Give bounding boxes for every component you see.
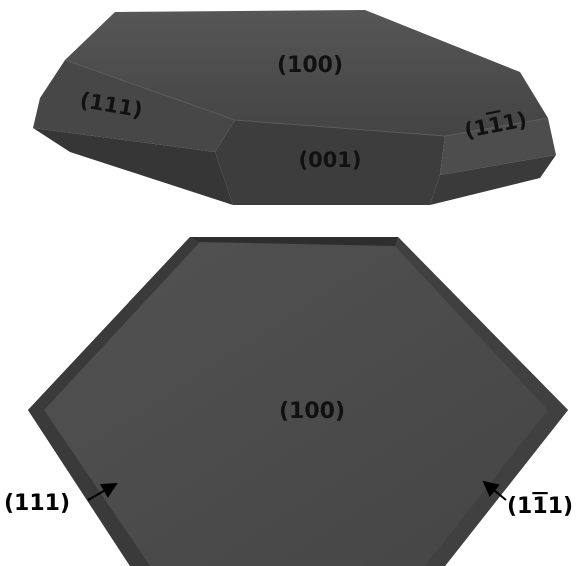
right-edge-label: (111) — [507, 494, 573, 519]
front-face-label: (001) — [298, 148, 361, 172]
left-edge-arrow — [87, 483, 118, 501]
crystal-edge-lines — [64, 59, 549, 137]
right-lower-bevel — [430, 155, 556, 205]
top-face-100 — [65, 10, 548, 136]
plate-annotations: (111) (111) — [4, 480, 573, 519]
overlined-index: 1 — [486, 112, 505, 138]
left-facet-111 — [33, 60, 235, 152]
left-lower-bevel — [33, 128, 233, 205]
right-facet-label: (111) — [462, 107, 528, 143]
plate-face-100 — [44, 242, 548, 566]
overlined-index: 1 — [532, 494, 547, 519]
plate-edge-1bar11 — [395, 237, 568, 566]
right-edge-arrow — [482, 480, 507, 501]
top-face-label: (100) — [277, 53, 343, 78]
plate-center-label: (100) — [279, 399, 345, 424]
left-edge-label: (111) — [4, 491, 70, 516]
hexagonal-crystal-3d: (100) (111) (001) (111) — [33, 10, 556, 205]
hexagonal-plate-top-view: (100) — [28, 237, 568, 566]
front-face-001 — [215, 120, 445, 205]
